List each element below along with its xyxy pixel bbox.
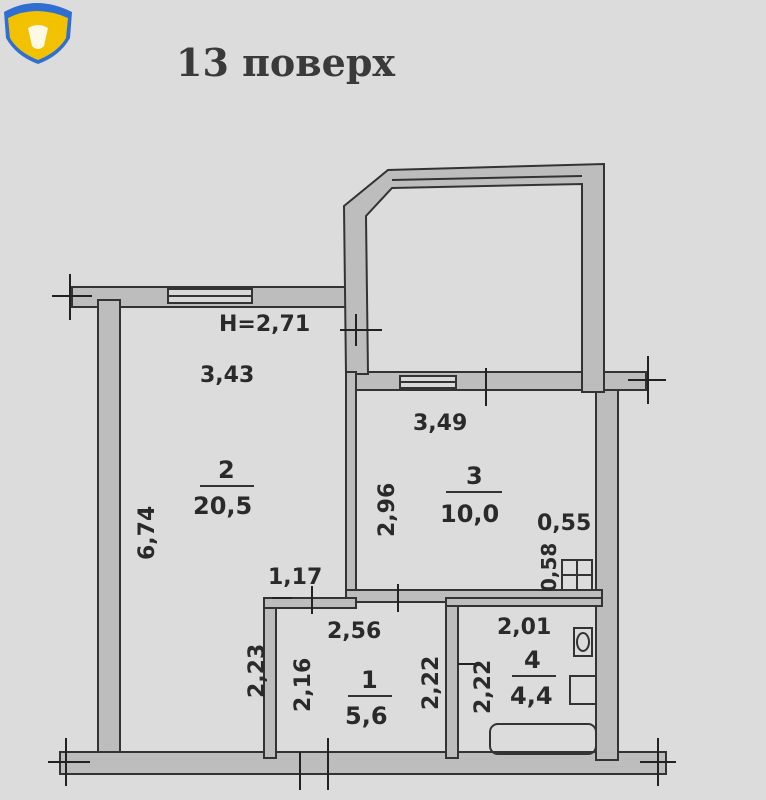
wall-hall-top [263,597,357,609]
room3-number: 3 [466,462,483,490]
wall-hall-right [445,597,459,759]
dim-hall-width: 2,56 [327,619,381,644]
dim-bath-width: 2,01 [497,615,551,640]
dim-room3-width: 3,49 [413,411,467,436]
room4-number: 4 [524,646,541,674]
room2-number: 2 [218,456,235,484]
dimension-ticks [48,274,676,790]
dim-room2-width: 3,43 [200,363,254,388]
room4-area: 4,4 [510,682,553,710]
loggia-window [391,175,583,181]
room2-area: 20,5 [193,492,252,520]
dim-room2-length: 6,74 [135,506,160,560]
loggia-walls [342,162,605,393]
room1-area: 5,6 [345,702,388,730]
dim-hall-right: 2,22 [419,656,444,710]
wall-right [595,371,619,761]
wall-bath-top [445,597,603,607]
wall-left [97,299,121,759]
floor-label: 13 поверх [176,40,395,85]
toilet-icon [573,627,593,657]
dim-hall-left: 2,16 [291,658,316,712]
room3-area: 10,0 [440,500,499,528]
room1-number: 1 [361,666,378,694]
dim-bath-left: 2,22 [471,660,496,714]
dim-room3-niche-h: 0,58 [537,543,561,592]
bathtub-icon [489,723,597,755]
site-logo-icon [4,3,72,64]
dim-hall-offset: 1,17 [268,565,322,590]
ceiling-height: H=2,71 [219,312,310,337]
dim-wall-left-lower: 2,23 [245,644,270,698]
dim-room3-niche-w: 0,55 [537,511,591,536]
dim-room3-length: 2,96 [375,483,400,537]
sink-icon [569,675,597,705]
wall-bottom [59,751,667,775]
wall-room2-room3 [345,371,357,603]
shaft-icon [561,559,593,591]
